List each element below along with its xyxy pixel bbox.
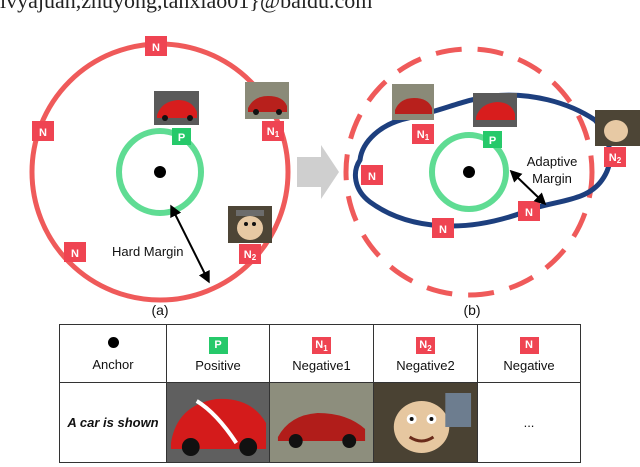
legend-image-row: A car is shown — [59, 382, 581, 463]
negative-tag-b-left-label: N — [368, 171, 376, 183]
panel-a-caption: (a) — [151, 302, 168, 318]
positive-car-image-b — [473, 93, 517, 127]
negative1-car-thumbnail — [270, 383, 373, 462]
positive-tag-b-label: P — [489, 135, 496, 147]
negative2-tag-label: N2 — [244, 249, 257, 262]
negative2-cartoon-image — [228, 206, 272, 243]
panel-a: P N1 N2 N N N — [29, 36, 291, 318]
anchor-dot-b — [463, 166, 475, 178]
transition-arrow — [297, 145, 339, 199]
legend-negative2-image-cell — [373, 382, 478, 463]
adaptive-margin-label-line2: Margin — [532, 171, 572, 186]
positive-tag-b — [483, 131, 502, 148]
negative2-cartoon-image-b — [595, 110, 640, 146]
anchor-dot-icon — [107, 337, 119, 348]
negative-tag-b-bottom — [432, 218, 454, 238]
positive-car-thumbnail — [167, 383, 269, 462]
negative1-tag-b — [412, 124, 434, 144]
legend-negative-cell: N Negative — [477, 324, 581, 383]
legend-negative2-cell: N2 Negative2 — [373, 324, 478, 383]
anchor-dot — [154, 166, 166, 178]
negative-tag-left — [32, 121, 54, 141]
adaptive-margin-arrow — [509, 169, 547, 206]
dashed-boundary-ring — [343, 46, 595, 298]
legend-caption-text: A car is shown — [67, 414, 159, 430]
panel-b-caption: (b) — [463, 302, 480, 318]
negative-tag-b-right — [518, 201, 540, 221]
legend-anchor-label: Anchor — [92, 357, 134, 372]
legend-negative2-label: Negative2 — [396, 357, 455, 373]
adaptive-margin-label-line1: Adaptive — [527, 154, 578, 169]
legend-negative2-tag: N2 — [416, 336, 435, 354]
negative-tag-top — [145, 36, 167, 56]
legend-negative1-cell: N1 Negative1 — [269, 324, 374, 383]
negative2-cartoon-thumbnail — [374, 383, 477, 462]
legend-negative-tag: N — [519, 336, 539, 354]
negative1-car-image — [245, 82, 289, 119]
legend-anchor-cell: Anchor — [59, 324, 167, 383]
negative-tag-b-bottom-label: N — [439, 224, 447, 236]
negative2-tag — [239, 244, 261, 264]
positive-ring — [116, 128, 204, 216]
hard-margin-arrow — [170, 204, 210, 284]
legend-negative1-image-cell — [269, 382, 374, 463]
negative1-car-image-b — [392, 84, 434, 120]
legend-more-ellipsis: ... — [523, 414, 535, 430]
email-header-text: lvyajuan,zhuyong,tanxiao01}@baidu.com — [0, 0, 373, 13]
legend-positive-cell: P Positive — [166, 324, 270, 383]
legend-header-row: Anchor P Positive N1 Negative1 N2 Negati… — [59, 324, 581, 383]
legend-negative1-tag: N1 — [312, 336, 331, 354]
legend-more-cell: ... — [477, 382, 581, 463]
adaptive-margin-boundary — [352, 92, 613, 229]
legend-positive-tag: P — [208, 336, 228, 354]
diagram-canvas: P N1 N2 N N N — [29, 36, 640, 318]
legend-caption-cell: A car is shown — [59, 382, 167, 463]
negative-tag-b-left — [361, 165, 383, 185]
negative1-tag-b-label: N1 — [417, 129, 430, 142]
negative1-tag-label: N1 — [267, 126, 280, 139]
legend-negative-label: Negative — [503, 357, 555, 373]
positive-tag — [172, 128, 191, 145]
negative-tag-bottom-left — [64, 242, 86, 262]
positive-tag-label: P — [178, 132, 185, 144]
negative2-tag-b-label: N2 — [609, 152, 622, 165]
positive-ring-b — [429, 132, 509, 212]
negative-tag-bottom-left-label: N — [71, 248, 79, 260]
negative2-tag-b — [604, 147, 626, 167]
negative-tag-top-label: N — [152, 42, 160, 54]
negative-tag-left-label: N — [39, 127, 47, 139]
negative1-tag — [262, 121, 284, 141]
panel-b: N1 P N2 N N N Adaptive Margin (b) — [343, 46, 640, 318]
legend-positive-image-cell — [166, 382, 270, 463]
legend-negative1-label: Negative1 — [292, 357, 351, 373]
positive-car-image — [154, 91, 199, 125]
negative-tag-b-right-label: N — [525, 207, 533, 219]
legend-table: Anchor P Positive N1 Negative1 N2 Negati… — [59, 324, 581, 463]
legend-positive-label: Positive — [195, 357, 241, 373]
hard-margin-label: Hard Margin — [112, 244, 184, 259]
